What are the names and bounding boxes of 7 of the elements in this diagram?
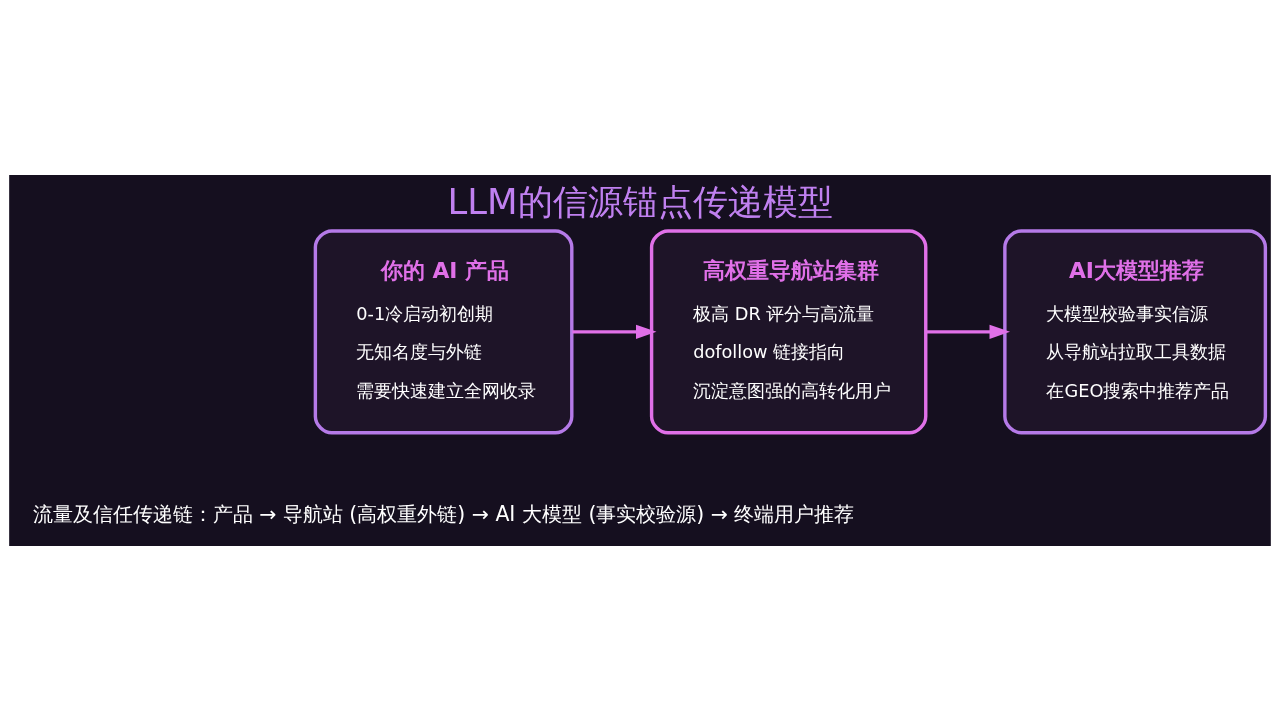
diagram-title: LLM的信源锚点传递模型 [447, 180, 833, 222]
node-box: AI大模型推荐 大模型校验事实信源 从导航站拉取工具数据 在GEO搜索中推荐产品 [1003, 228, 1268, 434]
node-box: 你的 AI 产品 0-1冷启动初创期 无知名度与外链 需要快速建立全网收录 [313, 228, 574, 434]
arrow [572, 324, 657, 339]
node-box: 高权重导航站集群 极高 DR 评分与高流量 dofollow 链接指向 沉淀意图强的高转化用户 [649, 228, 928, 434]
label: 流量及信任传递链：产品 → 导航站 (高权重外链) → AI 大模型 (事实校验源) → 终端用户推荐 [32, 501, 855, 526]
arrow [926, 324, 1010, 339]
